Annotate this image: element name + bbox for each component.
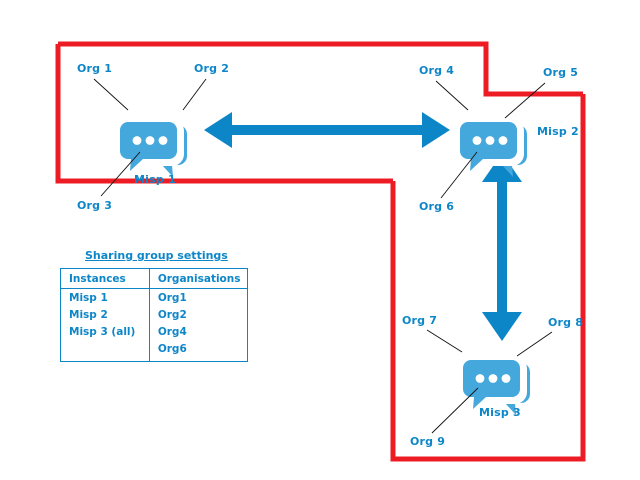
cell-instance: Misp 1 [60, 288, 150, 306]
org-label-org7: Org 7 [402, 314, 438, 327]
table-row: Misp 3 (all) Org4 [60, 323, 248, 340]
table-spacer-row [60, 357, 248, 362]
table-header-organisations: Organisations [149, 268, 248, 289]
sharing-group-settings-table: Instances Organisations Misp 1 Org1 Misp… [60, 268, 248, 362]
table-row: Misp 1 Org1 [60, 288, 248, 306]
cell-instance: Misp 2 [60, 306, 150, 323]
cell-instance [60, 340, 150, 357]
sharing-group-region-upper-border-top [58, 41, 583, 97]
org-label-org4: Org 4 [419, 64, 455, 77]
table-header-instances: Instances [60, 268, 150, 289]
node-label-misp2: Misp 2 [537, 125, 579, 138]
connector-misp2-misp3 [482, 153, 522, 341]
sharing-group-region-upper-border-bottom [55, 44, 393, 184]
org-label-org8: Org 8 [548, 316, 584, 329]
cell-organisation: Org2 [157, 308, 187, 321]
org-label-org2: Org 2 [194, 62, 230, 75]
connector-misp1-misp2 [204, 112, 450, 148]
table-row: Misp 2 Org2 [60, 306, 248, 323]
cell-organisation: Org4 [157, 325, 187, 338]
node-misp1-icon [113, 119, 187, 177]
org-label-org3: Org 3 [77, 199, 113, 212]
cell-instance: Misp 3 (all) [60, 323, 150, 340]
settings-table-title: Sharing group settings [85, 249, 228, 262]
org-label-org9: Org 9 [410, 435, 446, 448]
node-label-misp1: Misp 1 [134, 173, 176, 186]
node-label-misp3: Misp 3 [479, 406, 521, 419]
sharing-group-region-lower-border [390, 94, 586, 462]
callout-leader-lines [93, 78, 553, 434]
table-header-row: Instances Organisations [60, 268, 248, 289]
cell-organisation: Org1 [157, 291, 187, 304]
org-label-org1: Org 1 [77, 62, 113, 75]
org-label-org6: Org 6 [419, 200, 455, 213]
cell-organisation: Org6 [157, 342, 187, 355]
table-row: Org6 [60, 340, 248, 357]
org-label-org5: Org 5 [543, 66, 579, 79]
